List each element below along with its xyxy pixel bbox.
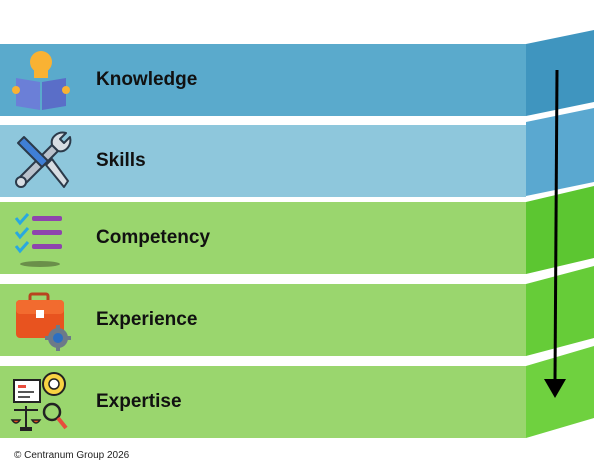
band-label-skills: Skills <box>96 150 146 171</box>
band-label-expertise: Expertise <box>96 391 182 412</box>
band-label-competency: Competency <box>96 227 211 248</box>
band-expertise: Expertise <box>0 366 526 438</box>
band-skills: Skills <box>0 125 526 197</box>
band-competency: Competency <box>0 202 526 274</box>
briefcase-gear-icon <box>16 292 71 351</box>
copyright-footer: © Centranum Group 2026 <box>14 450 130 461</box>
side-face-competency <box>526 186 594 274</box>
band-experience: Experience <box>0 284 526 356</box>
checklist-icon <box>14 213 62 267</box>
side-face-skills <box>526 108 594 196</box>
scales-magnifier-icon <box>10 372 68 431</box>
wrench-screwdriver-icon <box>15 131 72 188</box>
band-label-knowledge: Knowledge <box>96 69 198 90</box>
band-label-experience: Experience <box>96 309 198 330</box>
arrow-head <box>544 379 566 398</box>
side-face-expertise <box>526 346 594 438</box>
reading-person-icon <box>12 51 70 110</box>
side-face-experience <box>526 266 594 356</box>
arrow-shaft <box>553 69 559 381</box>
band-knowledge: Knowledge <box>0 44 526 116</box>
side-face-knowledge <box>526 30 594 116</box>
